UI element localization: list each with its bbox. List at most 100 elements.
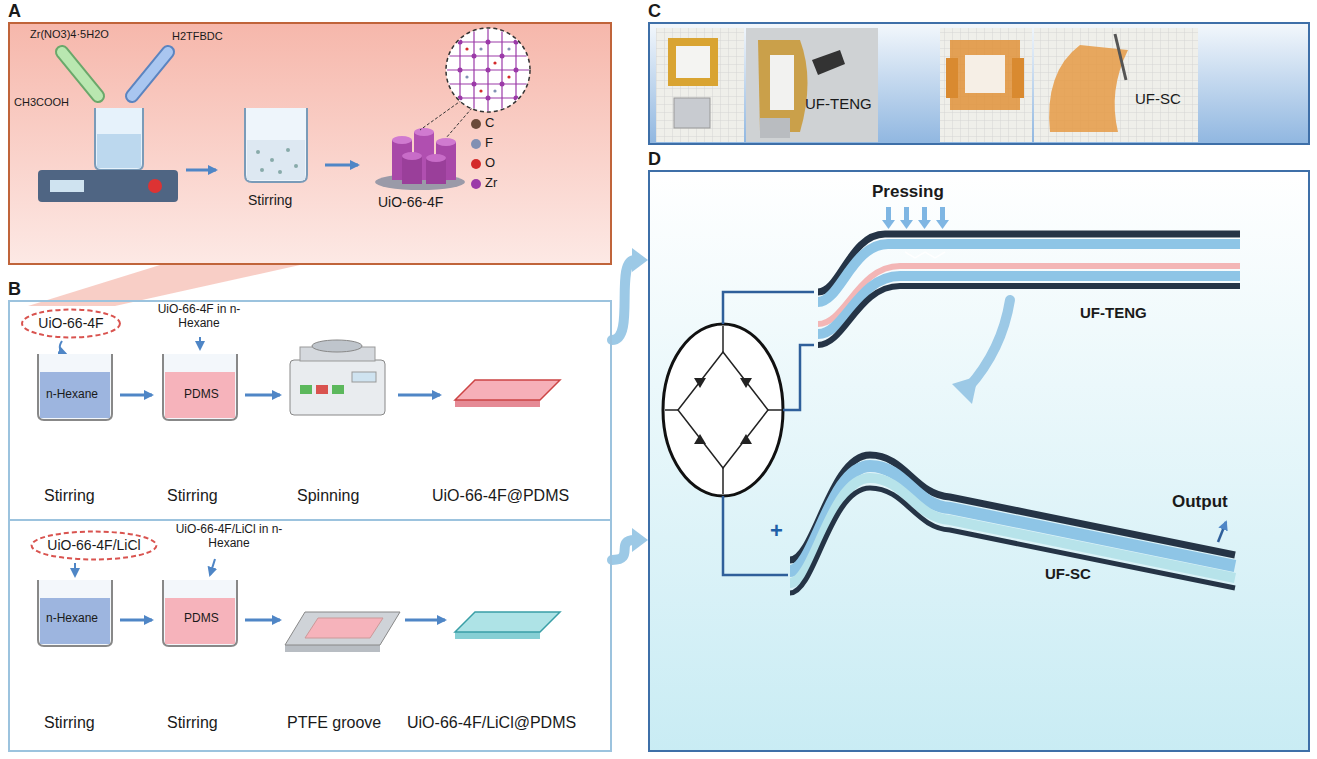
device-photo <box>746 28 878 142</box>
rectifier-bridge <box>694 378 706 388</box>
zoom-lattice <box>486 96 491 101</box>
legend-swatch <box>471 159 481 169</box>
text-label: n-Hexane <box>46 612 98 626</box>
stirring-beaker <box>247 140 305 180</box>
beaker <box>95 108 143 170</box>
ptfe-groove <box>305 618 383 638</box>
magnetic-stirrer <box>38 170 178 202</box>
flow-arrow <box>952 300 1010 404</box>
output-arrow <box>1218 522 1226 542</box>
flow-arrow <box>325 164 358 167</box>
composite-film <box>455 612 560 632</box>
step-label: UiO-66-4F/LiCl@PDMS <box>407 714 576 732</box>
flow-arrow <box>186 169 216 172</box>
zoom-lattice <box>472 82 477 87</box>
legend-swatch <box>471 179 481 189</box>
legend-text: C <box>485 116 494 131</box>
rectifier-bridge <box>678 352 768 468</box>
panel-d: D <box>648 170 1310 752</box>
text-label: n-Hexane <box>46 388 98 402</box>
mof-crystals <box>392 136 412 144</box>
device-photo <box>760 118 790 138</box>
beaker <box>163 580 237 646</box>
node-label: UiO-66-4F <box>38 315 103 331</box>
device-photo <box>1034 28 1198 142</box>
material-ellipse: UiO-66-4F <box>20 308 122 339</box>
mof-crystals <box>414 128 434 136</box>
device-photo <box>674 98 710 128</box>
beaker <box>38 354 112 420</box>
spin-coater <box>290 340 385 415</box>
flow-arrow <box>968 300 1010 388</box>
mof-crystals <box>426 154 446 162</box>
zoom-lattice <box>465 47 510 92</box>
press-arrows <box>882 220 895 229</box>
legend-text: O <box>485 156 495 171</box>
zoom-lattice <box>486 40 491 45</box>
text-label: UF-TENG <box>805 95 872 112</box>
step-label: UiO-66-4F/LiCl in n-Hexane <box>169 523 289 551</box>
device-photo <box>940 28 1032 142</box>
device-photo <box>746 28 878 142</box>
sc-device <box>790 455 1235 593</box>
flow-arrow <box>245 394 280 397</box>
panel-grounds <box>648 22 1310 145</box>
device-photo <box>1115 34 1126 80</box>
flow-arrow <box>952 376 978 404</box>
panel-letter: B <box>8 279 21 300</box>
beaker <box>163 354 237 420</box>
rectifier-bridge <box>665 409 678 411</box>
device-photo <box>1012 58 1024 98</box>
press-arrows <box>900 220 913 229</box>
magnetic-stirrer <box>148 179 162 193</box>
text-label: Stirring <box>248 192 292 208</box>
panel-letter: A <box>8 1 21 22</box>
test-tubes <box>132 52 168 96</box>
flow-arrow <box>120 394 152 397</box>
zoom-lattice <box>514 68 519 73</box>
flow-arrow <box>74 563 76 576</box>
text-label: CH3COOH <box>14 96 69 109</box>
arrow-head <box>632 248 648 272</box>
beaker <box>40 598 110 644</box>
teng-device <box>818 234 1240 345</box>
flow-arrow <box>210 559 215 575</box>
teng-device <box>818 286 1240 345</box>
panel-grounds <box>648 170 1310 752</box>
test-tubes <box>62 52 98 96</box>
zoom-lattice <box>465 47 468 50</box>
step-label: Stirring <box>44 714 95 732</box>
flow-arrow <box>245 619 280 622</box>
text-label: Zr(NO3)4·5H2O <box>30 28 109 41</box>
press-arrows <box>936 220 949 229</box>
spin-coater <box>300 385 312 394</box>
sc-device <box>790 488 1235 593</box>
beaker <box>40 372 110 418</box>
stirring-beaker <box>260 168 264 172</box>
zoom-lattice <box>500 54 505 59</box>
spin-coater <box>332 385 344 394</box>
text-label: PDMS <box>184 388 219 402</box>
zoom-lattice <box>420 28 530 138</box>
spin-coater <box>312 340 362 352</box>
zoom-lattice <box>446 28 530 112</box>
stirring-beaker <box>245 108 307 182</box>
stirring-beaker <box>294 164 298 168</box>
legend-text: F <box>485 136 493 151</box>
step-label: Spinning <box>297 487 359 505</box>
ptfe-groove <box>285 612 400 645</box>
press-arrows <box>922 207 927 221</box>
device-photo <box>1049 45 1128 132</box>
zoom-lattice <box>493 61 496 64</box>
zoom-lattice <box>479 47 482 50</box>
text-label: Pressing <box>872 182 944 202</box>
flow-arrow <box>60 341 66 354</box>
zoom-lattice <box>486 68 491 73</box>
legend-text: Zr <box>485 176 497 191</box>
zoom-lattice <box>493 89 496 92</box>
device-photo <box>656 28 744 142</box>
